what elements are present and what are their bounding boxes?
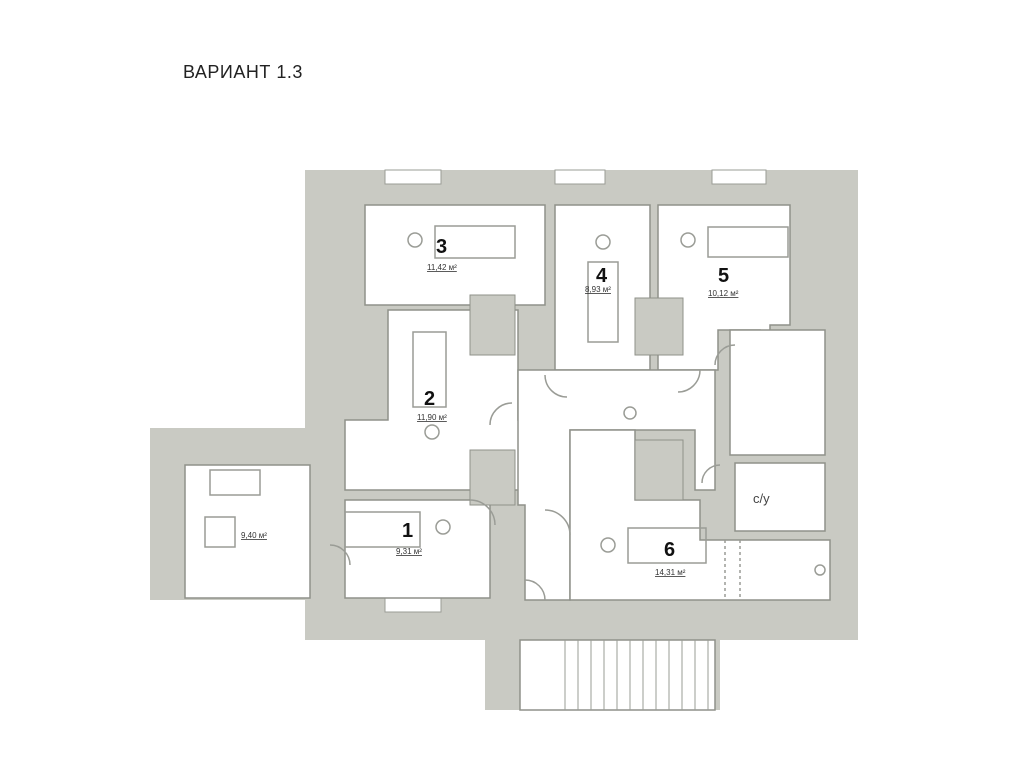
closet [729,329,826,456]
door-arc [701,464,721,484]
room-1 [344,499,491,599]
bed-icon [587,261,619,343]
room-6-area: 14,31 м² [655,568,686,577]
stair-steps [564,640,709,710]
bed-icon [412,331,447,408]
lamp-icon [595,234,611,250]
bed-icon [627,527,707,564]
washbasin-icon [623,406,637,420]
sink-icon [814,564,826,576]
plan-title: ВАРИАНТ 1.3 [183,62,303,82]
door-arc [489,402,513,426]
bathroom-label: с/у [753,491,770,506]
room-1-number: 1 [402,520,413,542]
lamp-icon [407,232,423,248]
lamp-icon [435,519,451,535]
lamp-icon [600,537,616,553]
door-arc [329,544,351,566]
bathroom [734,462,826,532]
room-1-area: 9,31 м² [396,547,422,556]
room-6-number: 6 [664,539,675,561]
room-4-number: 4 [596,265,608,287]
pillars [469,294,684,506]
windows [384,169,767,613]
lamp-icon [680,232,696,248]
bed-icon [434,225,516,259]
office-area: 9,40 м² [241,531,267,540]
door-arc [714,344,736,366]
door-arc [544,509,571,536]
room-labels: 3 11,42 м² 4 8,93 м² 5 10,12 м² 2 11,90 … [241,236,770,577]
room-3-area: 11,42 м² [427,263,457,272]
door-arc [544,374,568,398]
door-arc [677,369,701,393]
bed-icon [707,226,789,258]
office-room [184,464,311,599]
room-2-number: 2 [424,388,435,410]
sink-icon [209,469,261,496]
chair-icon [204,516,236,548]
lamp-icon [424,424,440,440]
door-arc [469,499,496,526]
room-3 [364,204,546,306]
furniture [204,225,826,601]
room-5-area: 10,12 м² [708,289,739,298]
room-3-number: 3 [436,236,447,258]
bed-icon [344,511,421,548]
door-arc [524,579,546,601]
room-2-area: 11,90 м² [417,413,447,422]
room-5-number: 5 [718,265,729,287]
room-4-area: 8,93 м² [585,285,611,294]
